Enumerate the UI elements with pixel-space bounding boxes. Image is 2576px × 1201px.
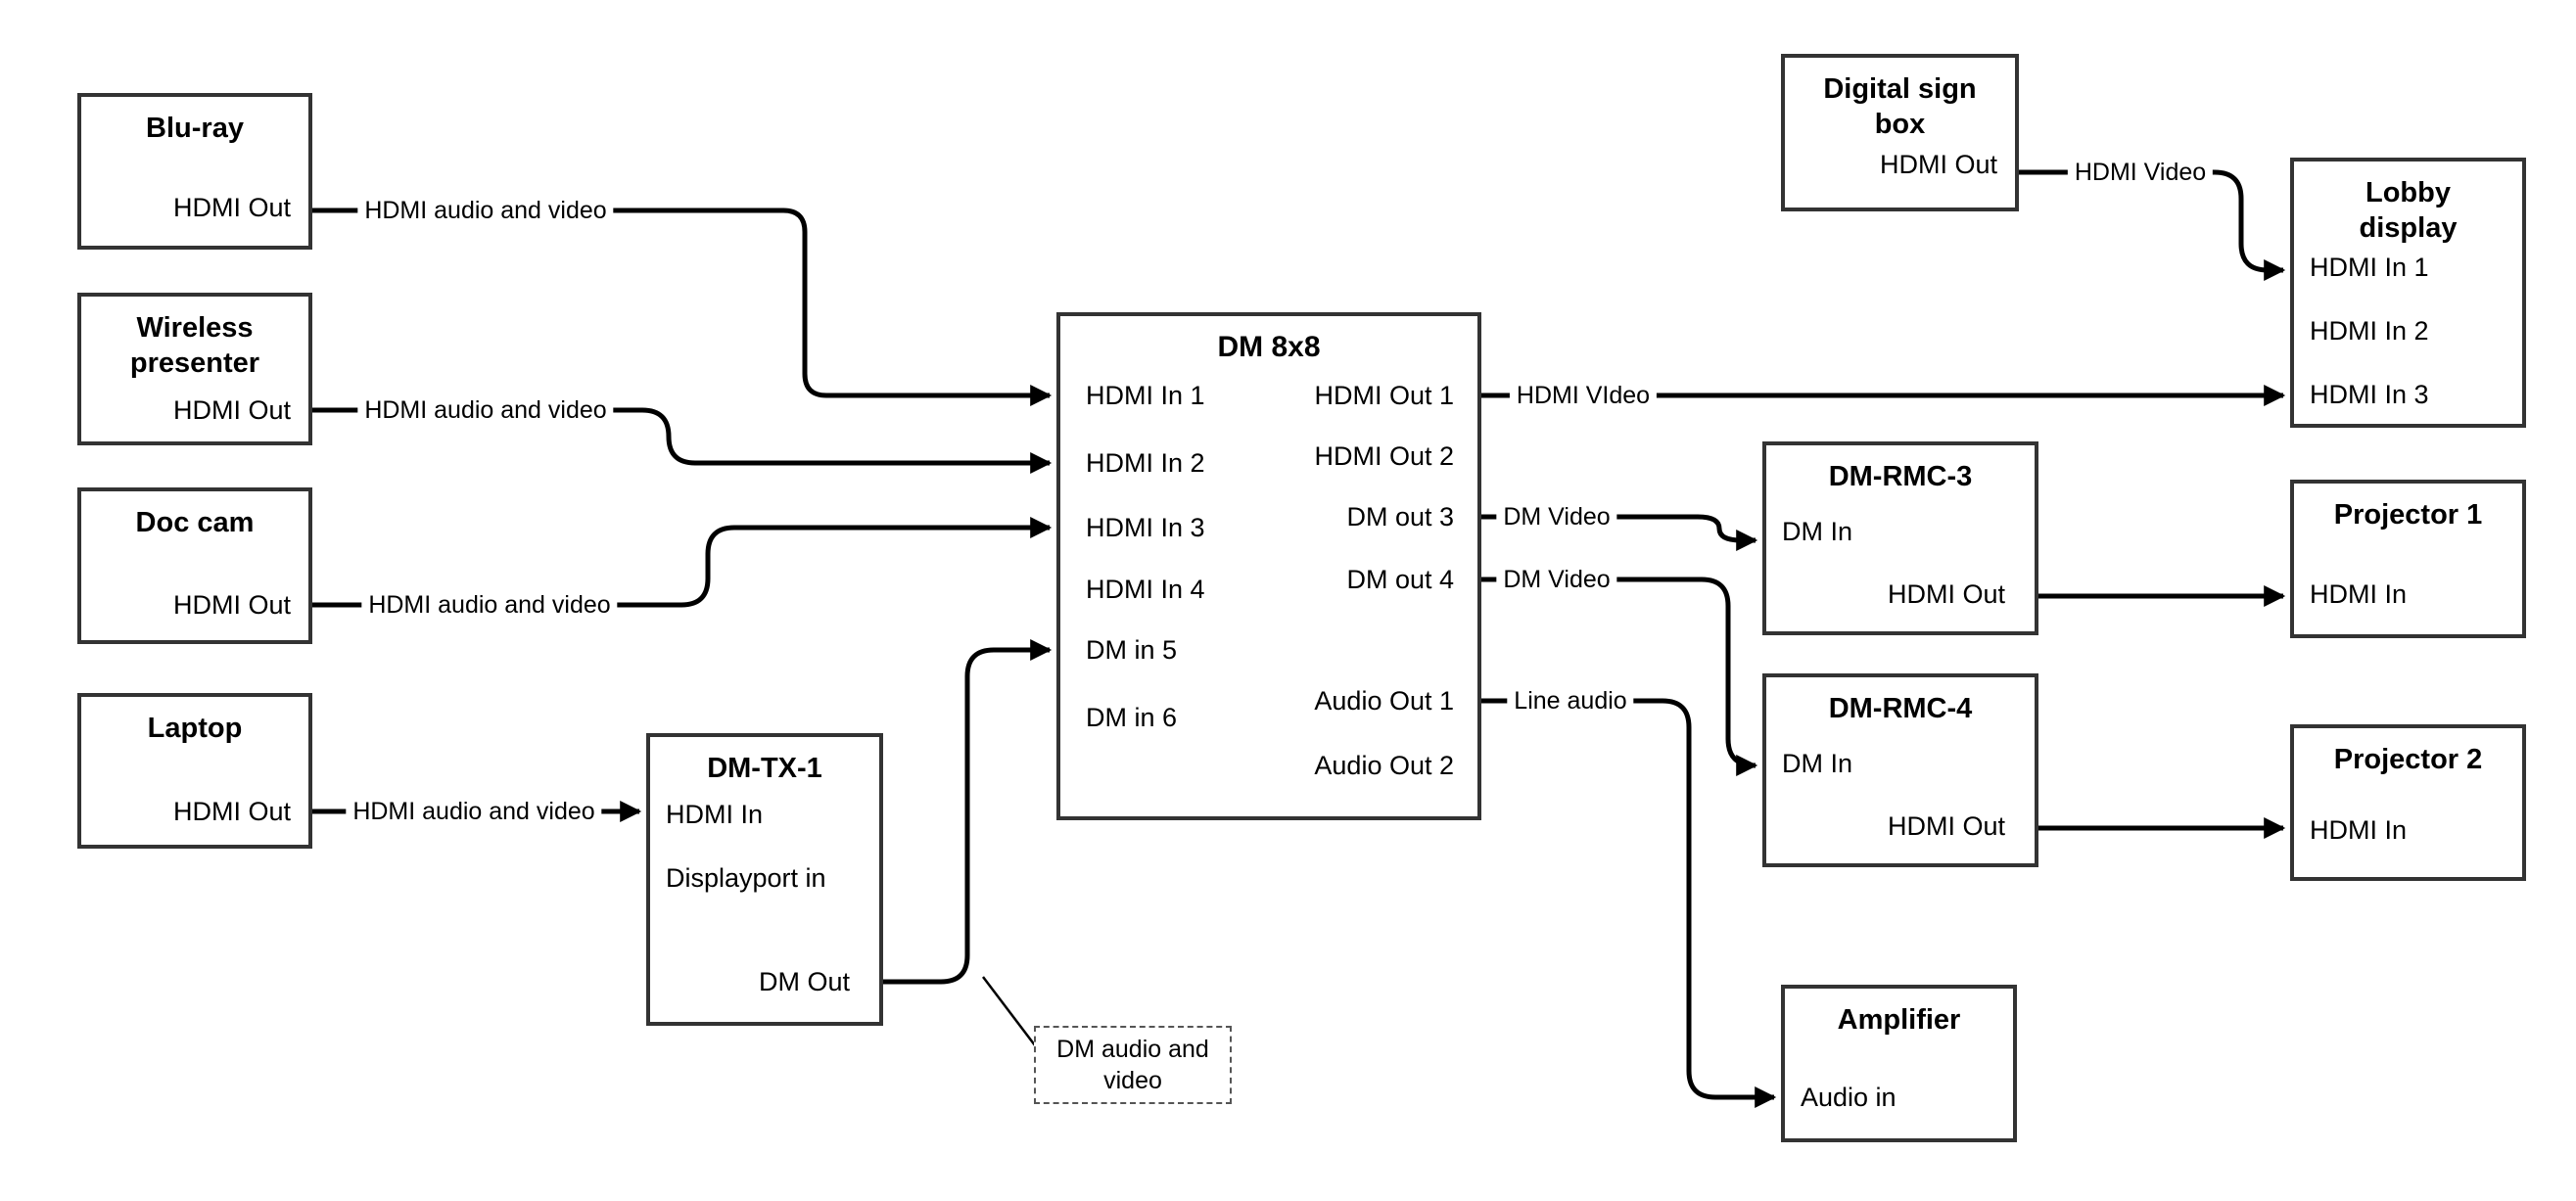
connector-bluray-to-dm8x8-in1	[312, 208, 1053, 407]
wire-label-doccam-hdmi-av: HDMI audio and video	[361, 590, 618, 620]
node-dm-rmc-3: DM-RMC-3 DM In HDMI Out	[1762, 441, 2038, 635]
node-title: Lobby display	[2359, 177, 2458, 244]
node-laptop: Laptop HDMI Out	[77, 693, 312, 849]
wire-label-bluray-hdmi-av: HDMI audio and video	[357, 196, 614, 225]
connector-dm8x8-out3-to-rmc3	[1480, 514, 1758, 552]
node-title: DM-TX-1	[707, 753, 822, 784]
node-amplifier: Amplifier Audio in	[1781, 985, 2017, 1142]
node-lobby-display: Lobby display HDMI In 1 HDMI In 2 HDMI I…	[2290, 158, 2526, 428]
port-dm8x8-hdmi-in-3: HDMI In 3	[1086, 513, 1205, 542]
node-title: Laptop	[147, 713, 243, 744]
node-doc-cam: Doc cam HDMI Out	[77, 487, 312, 644]
port-proj2-hdmi-in: HDMI In	[2310, 815, 2408, 845]
port-lobby-hdmi-in-2: HDMI In 2	[2310, 316, 2429, 346]
port-proj1-hdmi-in: HDMI In	[2310, 579, 2408, 609]
port-bluray-hdmi-out: HDMI Out	[172, 193, 291, 222]
wire-label-hdmi-video-sign: HDMI Video	[2067, 158, 2214, 187]
node-title: Doc cam	[135, 507, 255, 538]
node-title: DM-RMC-3	[1828, 461, 1973, 492]
node-projector-1: Projector 1 HDMI In	[2290, 480, 2526, 638]
port-dm8x8-hdmi-out-1: HDMI Out 1	[1314, 381, 1454, 410]
wire-label-hdmi-video-out1: HDMI VIdeo	[1509, 381, 1658, 410]
port-dm8x8-dm-out-4: DM out 4	[1346, 565, 1454, 594]
connector-dmtx1-to-dm8x8-in5	[883, 638, 1053, 985]
port-dm8x8-dm-in-6: DM in 6	[1086, 703, 1178, 732]
connector-dm8x8-out4-to-rmc4	[1480, 577, 1758, 777]
port-rmc4-hdmi-out: HDMI Out	[1887, 811, 2005, 841]
wire-label-line-audio: Line audio	[1507, 686, 1634, 716]
port-dm8x8-audio-out-2: Audio Out 2	[1314, 751, 1454, 780]
port-dm8x8-hdmi-in-4: HDMI In 4	[1086, 575, 1205, 604]
port-lobby-hdmi-in-1: HDMI In 1	[2310, 253, 2429, 282]
port-amplifier-audio-in: Audio in	[1801, 1083, 1897, 1112]
node-dm-tx-1: DM-TX-1 HDMI In Displayport in DM Out	[646, 733, 883, 1026]
port-dm8x8-dm-out-3: DM out 3	[1346, 502, 1454, 531]
port-wireless-hdmi-out: HDMI Out	[172, 395, 291, 425]
node-title: DM-RMC-4	[1828, 693, 1973, 724]
port-dm8x8-hdmi-out-2: HDMI Out 2	[1314, 441, 1454, 471]
node-projector-2: Projector 2 HDMI In	[2290, 724, 2526, 881]
note-dm-audio-and-video: DM audio and video	[1034, 1026, 1232, 1104]
node-bluray: Blu-ray HDMI Out	[77, 93, 312, 250]
node-dm-rmc-4: DM-RMC-4 DM In HDMI Out	[1762, 673, 2038, 867]
connector-dm8x8-audio1-to-amplifier	[1480, 698, 1777, 1109]
port-rmc3-hdmi-out: HDMI Out	[1887, 579, 2005, 609]
connector-digitalsign-to-lobby-in1	[2019, 169, 2286, 282]
port-lobby-hdmi-in-3: HDMI In 3	[2310, 380, 2429, 409]
port-rmc3-dm-in: DM In	[1782, 517, 1853, 546]
wire-label-wireless-hdmi-av: HDMI audio and video	[357, 395, 614, 425]
port-dm8x8-hdmi-in-1: HDMI In 1	[1086, 381, 1205, 410]
node-title: Projector 2	[2333, 744, 2483, 775]
node-title: Wireless presenter	[129, 312, 260, 379]
port-dm8x8-hdmi-in-2: HDMI In 2	[1086, 448, 1205, 478]
node-title: DM 8x8	[1217, 331, 1321, 363]
node-digital-sign-box: Digital sign box HDMI Out	[1781, 54, 2019, 211]
node-title: Amplifier	[1837, 1004, 1961, 1036]
node-title: Digital sign box	[1823, 73, 1977, 140]
node-dm-8x8: DM 8x8 HDMI In 1 HDMI In 2 HDMI In 3 HDM…	[1056, 312, 1481, 820]
wire-label-laptop-hdmi-av: HDMI audio and video	[346, 797, 602, 826]
node-title: Projector 1	[2333, 499, 2483, 531]
port-dmtx1-displayport-in: Displayport in	[666, 863, 826, 893]
node-wireless-presenter: Wireless presenter HDMI Out	[77, 293, 312, 445]
port-doccam-hdmi-out: HDMI Out	[172, 590, 291, 620]
wire-label-dm-video-out3: DM Video	[1496, 502, 1617, 531]
port-dmtx1-dm-out: DM Out	[758, 967, 850, 996]
connector-doccam-to-dm8x8-in3	[312, 516, 1053, 608]
node-title: Blu-ray	[146, 113, 244, 144]
port-dmtx1-hdmi-in: HDMI In	[666, 800, 764, 829]
connector-wireless-to-dm8x8-in2	[312, 407, 1053, 475]
port-dm8x8-audio-out-1: Audio Out 1	[1314, 686, 1454, 716]
port-digitalsign-hdmi-out: HDMI Out	[1879, 150, 1997, 179]
wire-label-dm-video-out4: DM Video	[1496, 565, 1617, 594]
note-pointer-line	[982, 976, 1036, 1046]
port-dm8x8-dm-in-5: DM in 5	[1086, 635, 1178, 665]
port-rmc4-dm-in: DM In	[1782, 749, 1853, 778]
port-laptop-hdmi-out: HDMI Out	[172, 797, 291, 826]
